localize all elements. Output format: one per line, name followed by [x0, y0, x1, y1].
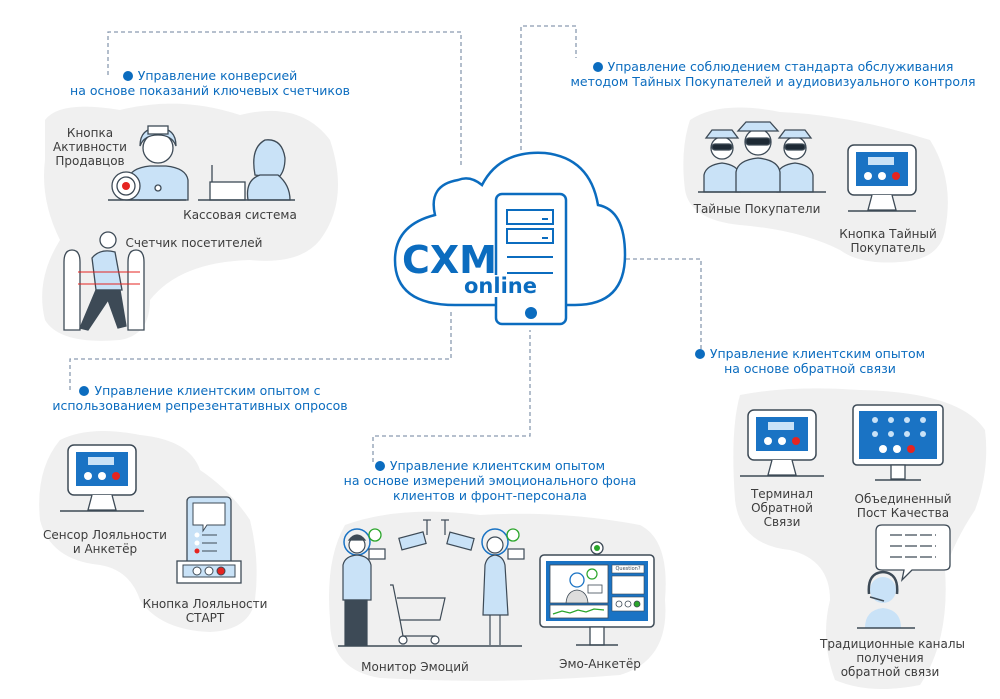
emotion-monitor-illustration: [338, 519, 525, 647]
bullet-dot: [694, 349, 705, 359]
label-feedback-terminal: Терминал Обратной Связи: [750, 487, 814, 529]
operator-illustration: [857, 524, 951, 629]
label-loyalty-sensor: Сенсор Лояльности и Анкетёр: [43, 528, 167, 556]
mystery-shoppers-illustration: [698, 121, 826, 193]
mystery-button-terminal: [847, 144, 917, 212]
emo-survey-monitor: [539, 541, 655, 646]
heading-surveys: Управление клиентским опытом с использов…: [52, 383, 348, 413]
connector-feedback: [626, 258, 702, 350]
label-emo-survey: Эмо-Анкетёр: [559, 657, 641, 671]
label-loyalty-button: Кнопка Лояльности СТАРТ: [142, 597, 268, 625]
loyalty-sensor-terminal: [60, 444, 144, 512]
visitor-counter-illustration: [63, 231, 145, 331]
label-traditional-channels: Традиционные каналы получения обратной с…: [820, 637, 966, 679]
label-mystery-shoppers: Тайные Покупатели: [693, 202, 821, 216]
connectors: [69, 25, 702, 462]
label-cash-system: Кассовая система: [183, 208, 297, 222]
brand-cxm: CXM: [402, 238, 497, 282]
label-mystery-button: Кнопка Тайный Покупатель: [839, 227, 937, 255]
brand-online: online: [462, 274, 539, 298]
quality-post-monitor: [852, 404, 944, 481]
server-slot-1: [506, 209, 554, 225]
label-visitor-counter: Счетчик посетителей: [125, 236, 263, 250]
heading-mystery: Управление соблюдением стандарта обслужи…: [570, 59, 976, 89]
loyalty-start-button: [176, 496, 242, 584]
connector-surveys: [69, 310, 452, 390]
label-activity-button: Кнопка Активности Продавцов: [53, 126, 127, 168]
server-slot-2: [506, 228, 554, 244]
bullet-dot: [79, 386, 90, 396]
cashier-illustration: [198, 139, 295, 201]
server-power-dot: [525, 307, 537, 319]
label-quality-post: Объединенный Пост Качества: [854, 492, 952, 520]
bullet-dot: [374, 461, 385, 471]
heading-emotion: Управление клиентским опытом на основе и…: [343, 458, 637, 503]
bullet-dot: [592, 62, 603, 72]
seller-illustration: [108, 125, 189, 201]
bullet-dot: [122, 71, 133, 81]
label-question-tag: Question?: [615, 566, 641, 572]
feedback-terminal: [740, 409, 824, 477]
heading-feedback: Управление клиентским опытом на основе о…: [690, 346, 930, 376]
label-emotion-monitor: Монитор Эмоций: [361, 660, 469, 674]
connector-conversion: [107, 31, 462, 168]
heading-conversion: Управление конверсией на основе показани…: [70, 68, 350, 98]
